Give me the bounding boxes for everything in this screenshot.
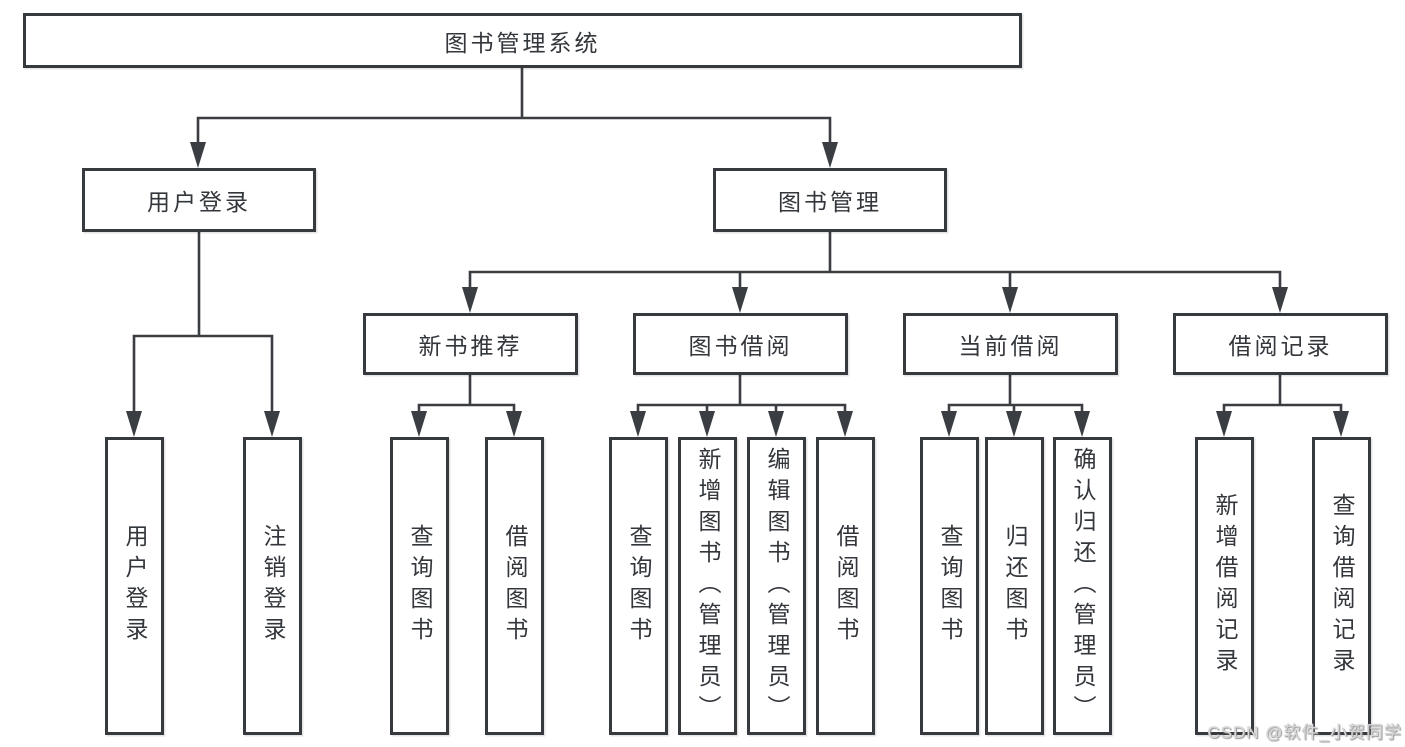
node-label: 借阅图书 <box>833 524 859 648</box>
node-label: 查询图书 <box>407 524 433 648</box>
node-book-management: 图书管理 <box>713 168 947 232</box>
leaf-edit-books-admin: 编辑图书（管理员） <box>747 437 806 735</box>
node-label: 新增借阅记录 <box>1212 493 1238 679</box>
leaf-add-books-admin: 新增图书（管理员） <box>678 437 737 735</box>
leaf-query-borrow-record: 查询借阅记录 <box>1312 437 1371 735</box>
leaf-user-login: 用户登录 <box>105 437 164 735</box>
node-new-book-recommend: 新书推荐 <box>363 313 578 375</box>
node-label: 图书借阅 <box>688 333 793 359</box>
leaf-borrow-books-recommend: 借阅图书 <box>485 437 544 735</box>
csdn-watermark: CSDN @软件_小贺同学 <box>1207 723 1402 742</box>
node-current-borrow: 当前借阅 <box>903 313 1118 375</box>
node-label: 借阅图书 <box>502 524 528 648</box>
node-label: 查询图书 <box>937 524 963 648</box>
node-label: 确认归还（管理员） <box>1070 446 1096 726</box>
node-label: 图书管理 <box>778 189 882 215</box>
node-borrow-records: 借阅记录 <box>1173 313 1388 375</box>
node-label: 编辑图书（管理员） <box>764 446 790 726</box>
leaf-query-books-current: 查询图书 <box>920 437 979 735</box>
node-label: 查询借阅记录 <box>1329 493 1355 679</box>
leaf-query-books-recommend: 查询图书 <box>390 437 449 735</box>
leaf-add-borrow-record: 新增借阅记录 <box>1195 437 1254 735</box>
node-user-login: 用户登录 <box>82 168 316 232</box>
node-root-system: 图书管理系统 <box>23 13 1022 68</box>
arrowheads <box>126 142 1349 437</box>
node-label: 用户登录 <box>122 524 148 648</box>
node-label: 注销登录 <box>260 524 286 648</box>
node-label: 新增图书（管理员） <box>695 446 721 726</box>
node-label: 新书推荐 <box>418 333 523 359</box>
node-label: 归还图书 <box>1002 524 1028 648</box>
node-label: 借阅记录 <box>1228 333 1333 359</box>
leaf-logout: 注销登录 <box>243 437 302 735</box>
node-label: 用户登录 <box>147 189 251 215</box>
leaf-return-books: 归还图书 <box>985 437 1044 735</box>
node-label: 查询图书 <box>626 524 652 648</box>
leaf-query-books-borrow: 查询图书 <box>609 437 668 735</box>
leaf-borrow-books: 借阅图书 <box>816 437 875 735</box>
leaf-confirm-return-admin: 确认归还（管理员） <box>1053 437 1112 735</box>
node-label: 当前借阅 <box>958 333 1063 359</box>
node-label: 图书管理系统 <box>444 29 601 56</box>
node-book-borrow: 图书借阅 <box>633 313 848 375</box>
